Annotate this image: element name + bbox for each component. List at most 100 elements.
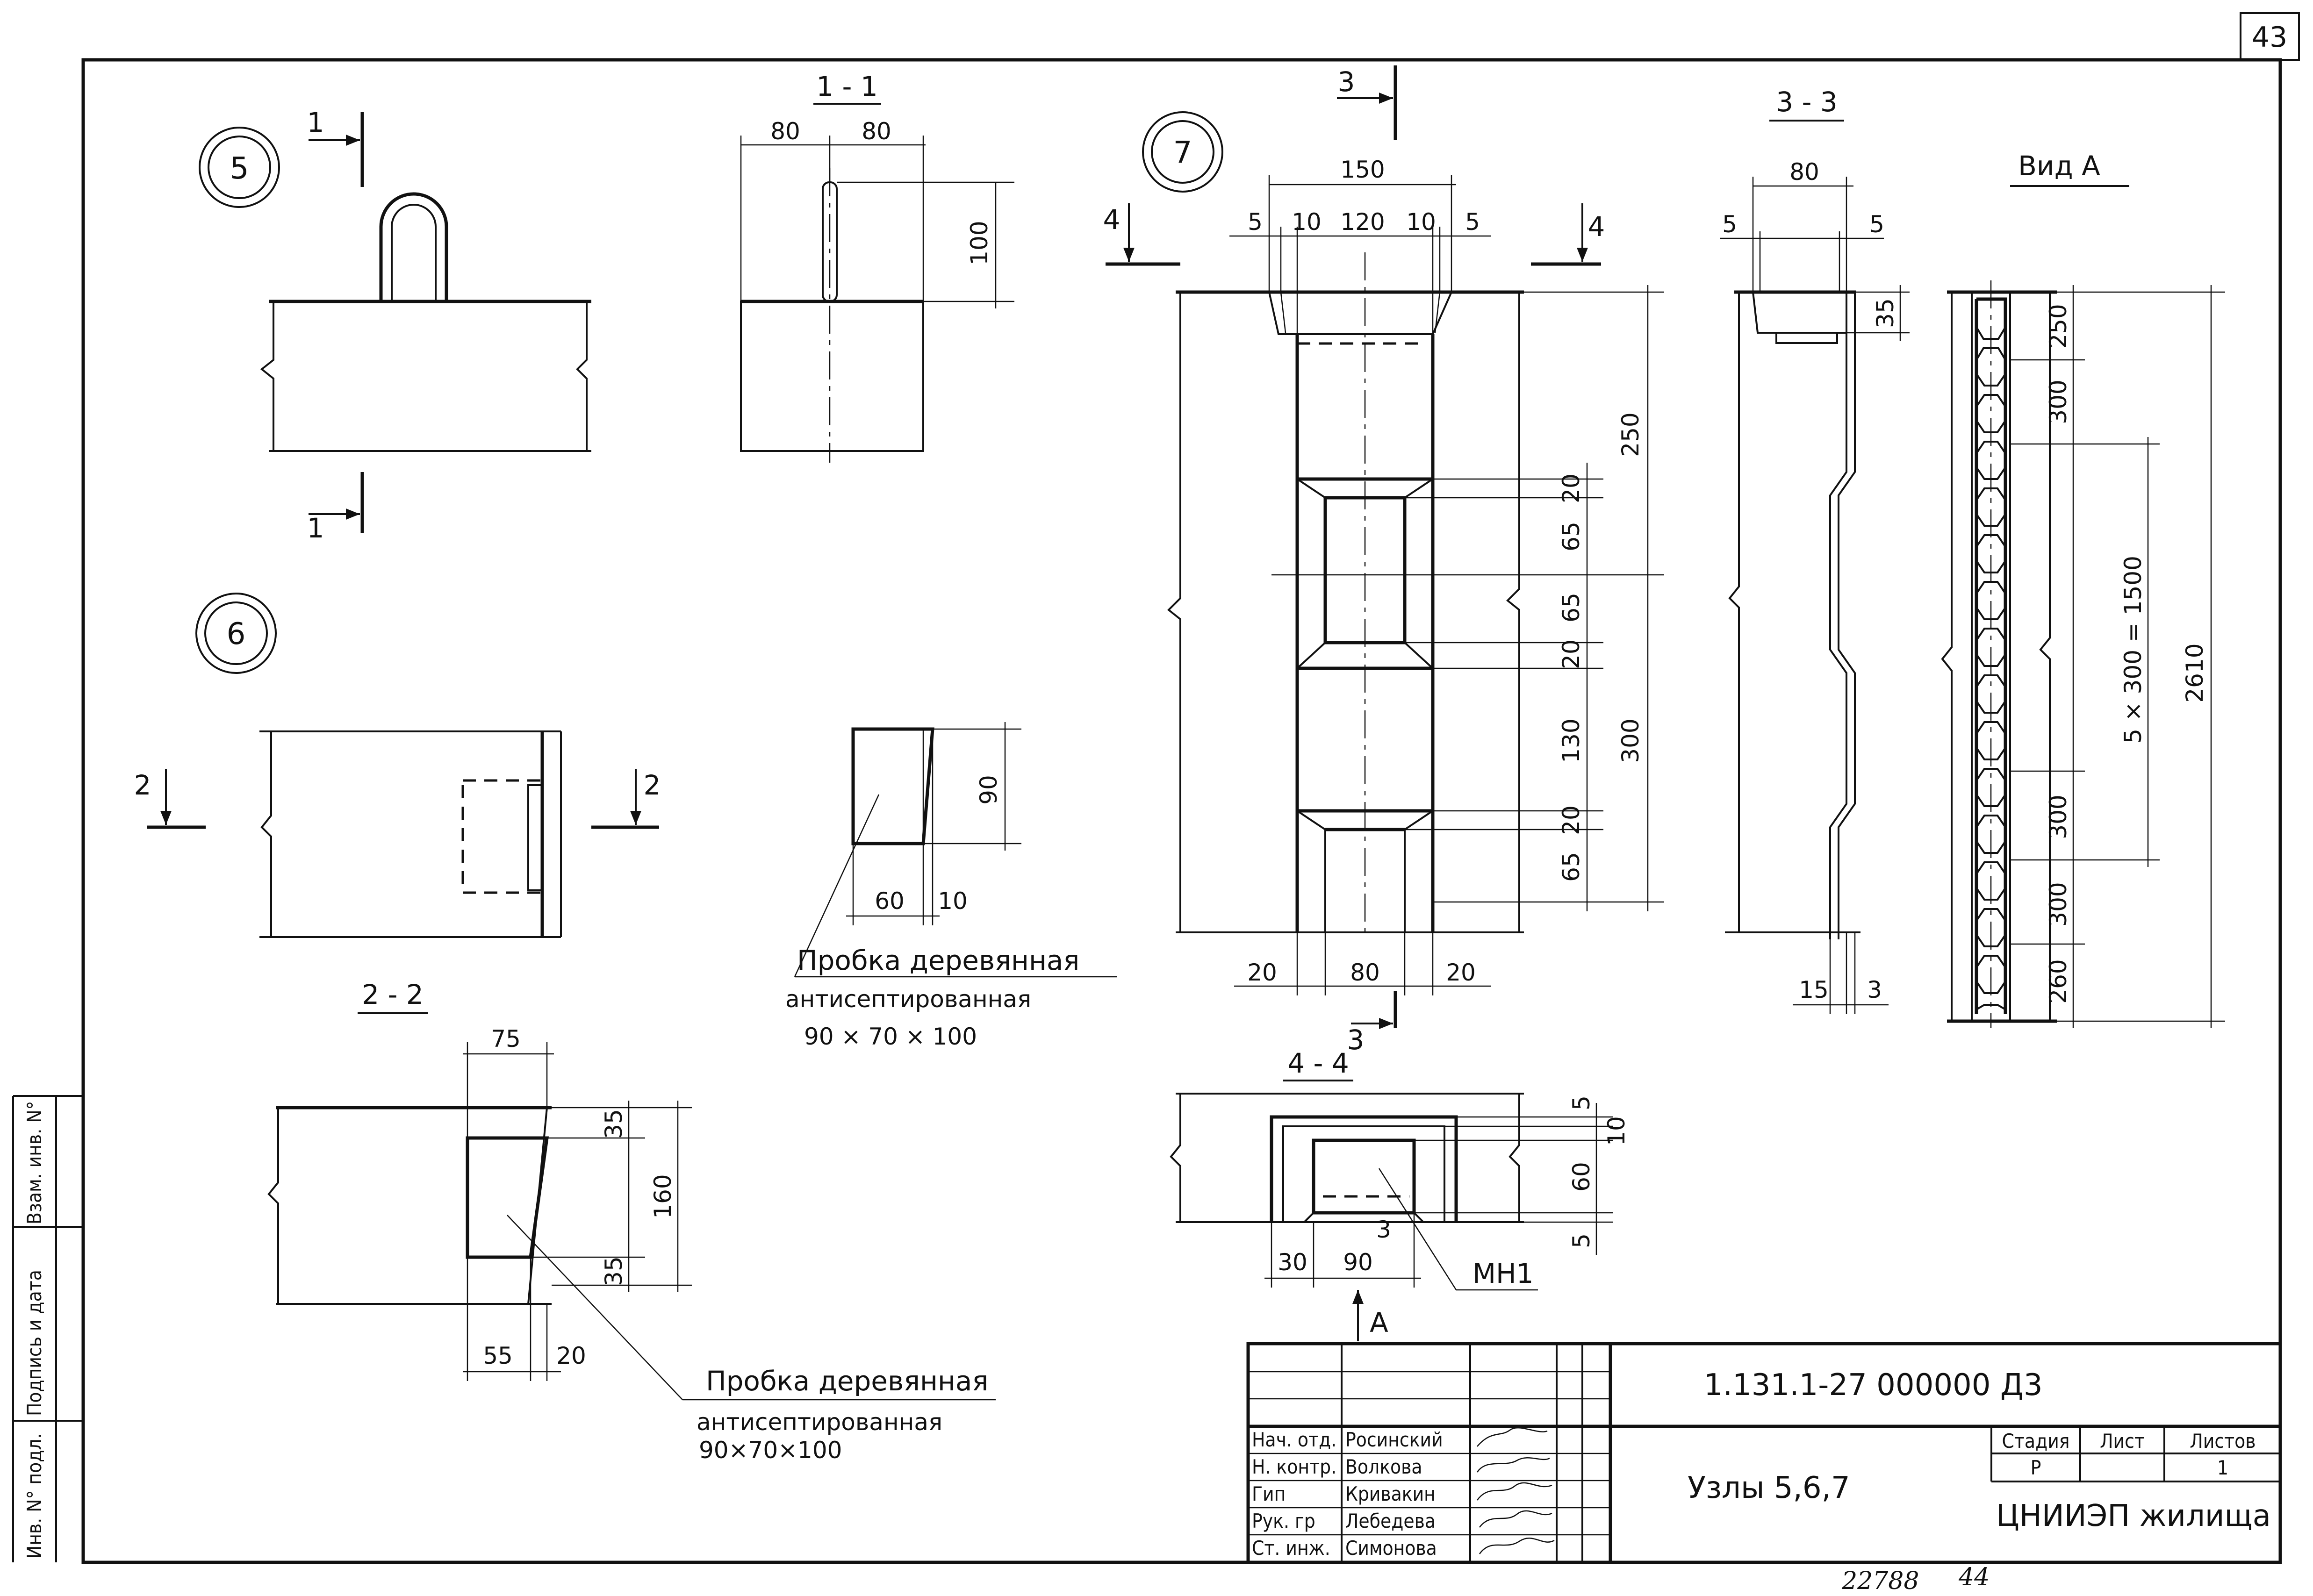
sheets-value: 1 (2217, 1456, 2228, 1479)
dim-7-b-b: 80 (1350, 959, 1380, 986)
dim-3-3-b: 5 (1722, 211, 1737, 238)
dim-7-r-e: 130 (1558, 718, 1585, 763)
dim-7-r-a: 20 (1558, 473, 1585, 503)
dim-a-f: 260 (2045, 959, 2072, 1003)
node-6-view: 6 2 2 (134, 593, 661, 938)
view-a-title: Вид А (2018, 150, 2100, 182)
dim-1-1-a: 80 (770, 118, 800, 145)
dim-4-4-b: 10 (1603, 1116, 1630, 1146)
dim-a-b: 300 (2045, 379, 2072, 424)
dim-2-2-f: 20 (556, 1342, 586, 1369)
signature (1476, 1457, 1550, 1473)
dim-7-r-c: 20 (1558, 639, 1585, 669)
signature (1476, 1482, 1552, 1501)
section-mark-2-right: 2 (644, 769, 661, 801)
dim-3-3-e: 15 (1799, 976, 1829, 1003)
section-mark-4-left: 4 (1103, 204, 1121, 236)
dim-7-top-c: 10 (1292, 208, 1322, 236)
dim-7-r-d: 65 (1558, 593, 1585, 623)
stamp-label-inv: Инв. N° подл. (23, 1433, 46, 1559)
plug-dim-width: 60 (875, 887, 905, 915)
dim-a-c: 5 × 300 = 1500 (2119, 556, 2147, 744)
dim-4-4-g: 3 (1376, 1216, 1391, 1243)
dim-7-top-f: 5 (1465, 208, 1480, 236)
node-5-number: 5 (230, 151, 249, 186)
title-block-person-row: Ст. инж. Симонова (1252, 1537, 1555, 1560)
dim-1-1-b: 80 (862, 118, 891, 145)
signature (1479, 1510, 1552, 1528)
side-stamp: Взам. инв. N° Подпись и дата Инв. N° под… (12, 1095, 83, 1562)
section-mark-1-bottom: 1 (307, 512, 324, 544)
dim-7-top-a: 150 (1340, 156, 1385, 183)
dim-2-2-e: 55 (483, 1342, 513, 1369)
plug1-sub2: 90 × 70 × 100 (804, 1023, 977, 1050)
section-mark-2-left: 2 (134, 769, 151, 801)
person-name: Лебедева (1345, 1510, 1436, 1532)
dim-7-b-c: 20 (1446, 959, 1476, 986)
section-mark-3-top: 3 (1338, 66, 1355, 98)
stage-value: Р (2031, 1456, 2041, 1479)
dim-7-r-b: 65 (1558, 522, 1585, 551)
stamp-label-sign-date: Подпись и дата (23, 1270, 46, 1416)
mn1-label: МН1 (1473, 1258, 1534, 1289)
drawing-title: Узлы 5,6,7 (1688, 1471, 1850, 1505)
plug-detail: 90 60 10 Пробка деревянная антисептирова… (785, 722, 1117, 1050)
dim-a-d: 300 (2045, 794, 2072, 839)
section-2-2: 2 - 2 75 35 160 35 55 20 Пробка деревянн… (267, 979, 996, 1464)
dim-4-4-d: 5 (1568, 1233, 1595, 1248)
stage-header: Стадия (2002, 1430, 2070, 1453)
dim-2-2-b: 35 (600, 1109, 627, 1139)
dim-7-b-a: 20 (1247, 959, 1277, 986)
node-6-number: 6 (227, 617, 246, 651)
footer-number: 22788 (1841, 1567, 1919, 1595)
section-mark-3-bottom: 3 (1347, 1024, 1365, 1056)
dim-7-r-g: 65 (1558, 852, 1585, 882)
plug-dim-taper: 10 (938, 887, 968, 915)
section-3-3-title: 3 - 3 (1776, 86, 1838, 118)
section-1-1: 1 - 1 80 80 100 (740, 71, 1014, 463)
sheet-header: Лист (2100, 1430, 2145, 1453)
dim-7-r-i: 300 (1617, 718, 1644, 763)
dim-3-3-c: 5 (1869, 211, 1884, 238)
dim-3-3-d: 35 (1872, 298, 1899, 328)
signature (1477, 1427, 1548, 1447)
stamp-label-replace: Взам. инв. N° (23, 1101, 46, 1224)
plug2-sub1: антисептированная (697, 1409, 942, 1436)
document-code: 1.131.1-27 000000 Д3 (1704, 1368, 2043, 1403)
title-block-person-row: Нач. отд. Росинский (1252, 1427, 1548, 1451)
dim-3-3-a: 80 (1789, 158, 1819, 186)
person-role: Ст. инж. (1252, 1537, 1330, 1560)
dim-4-4-f: 90 (1343, 1249, 1373, 1276)
dim-a-g: 2610 (2181, 643, 2208, 702)
dim-2-2-c: 160 (649, 1174, 676, 1218)
dim-a-e: 300 (2045, 882, 2072, 926)
dim-7-r-h: 250 (1617, 412, 1644, 457)
plug1-sub1: антисептированная (785, 986, 1031, 1013)
dim-7-top-e: 10 (1406, 208, 1436, 236)
sheets-header: Листов (2190, 1430, 2256, 1453)
dim-7-top-d: 120 (1340, 208, 1385, 236)
plug2-label: Пробка деревянная (706, 1365, 988, 1397)
dim-7-top-b: 5 (1248, 208, 1263, 236)
dim-2-2-d: 35 (600, 1256, 627, 1286)
section-mark-1-top: 1 (307, 107, 324, 138)
person-role: Нач. отд. (1252, 1428, 1336, 1451)
dim-1-1-c: 100 (966, 221, 993, 265)
person-name: Кривакин (1345, 1482, 1436, 1505)
dim-2-2-a: 75 (491, 1025, 521, 1052)
arrow-a-label: А (1370, 1307, 1388, 1338)
dim-4-4-c: 60 (1568, 1162, 1595, 1192)
dim-a-a: 250 (2045, 304, 2072, 348)
person-role: Рук. гр (1252, 1510, 1315, 1532)
plug2-sub2: 90×70×100 (699, 1437, 842, 1464)
person-role: Н. контр. (1252, 1455, 1336, 1478)
section-mark-4-right: 4 (1588, 211, 1605, 243)
title-block: 1.131.1-27 000000 Д3 Узлы 5,6,7 ЦНИИЭП ж… (1246, 1342, 2282, 1564)
plug-dim-height: 90 (975, 775, 1002, 805)
signature (1479, 1538, 1555, 1554)
title-block-person-row: Гип Кривакин (1252, 1482, 1552, 1505)
node-7-view: 7 3 3 4 (1103, 65, 1664, 1056)
page-number: 43 (2252, 21, 2287, 54)
dim-4-4-a: 5 (1568, 1095, 1595, 1110)
dim-3-3-f: 3 (1867, 976, 1882, 1003)
